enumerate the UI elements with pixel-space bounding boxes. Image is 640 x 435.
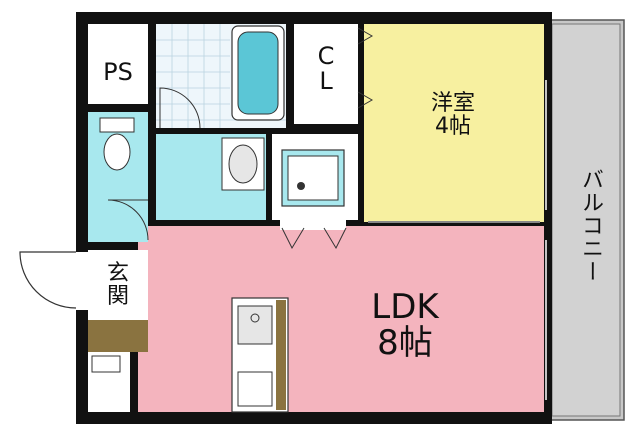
toilet-fixture [99,117,135,171]
balcony-label: バルコニー [578,167,603,283]
western-room-name: 洋室 [430,91,475,116]
balcony-railing [551,23,621,417]
cl-label-line2: L [319,67,333,96]
entrance-floor [88,320,148,352]
ldk-size: 8帖 [377,322,433,363]
hall-door [281,227,347,250]
toilet-door-swing [107,199,149,241]
western-room-label: 洋室 4帖 [408,92,498,138]
western-room-floor [364,24,544,222]
ps-label: PS [103,58,133,86]
hall-opening [280,220,346,230]
drain [297,182,305,190]
bathtub-basin [237,31,279,115]
cl-label: C L [300,42,352,96]
entrance-label-line1: 玄 [106,261,129,286]
ldk-label: LDK 8帖 [340,287,470,363]
entrance-space [88,250,148,320]
kitchen-sink [237,305,273,345]
western-room-size: 4帖 [435,114,471,140]
entry-door-swing [19,251,77,309]
entrance-label: 玄 関 [96,262,140,308]
closet-door [357,27,374,109]
shoe-cabinet [91,355,121,373]
kitchen-wood [276,300,286,410]
wash-basin-bowl [228,144,258,184]
entry-door-gap [74,252,90,310]
cl-space [294,24,358,124]
ldk-floor [138,226,544,412]
stove [237,371,273,407]
bath-door-swing [159,87,201,129]
cl-label-line1: C [317,42,335,70]
ldk-name: LDK [371,287,439,327]
ps-space [88,24,148,104]
washing-machine-inner [287,155,339,201]
entrance-label-line2: 関 [106,284,129,310]
sink-drain [250,313,260,323]
